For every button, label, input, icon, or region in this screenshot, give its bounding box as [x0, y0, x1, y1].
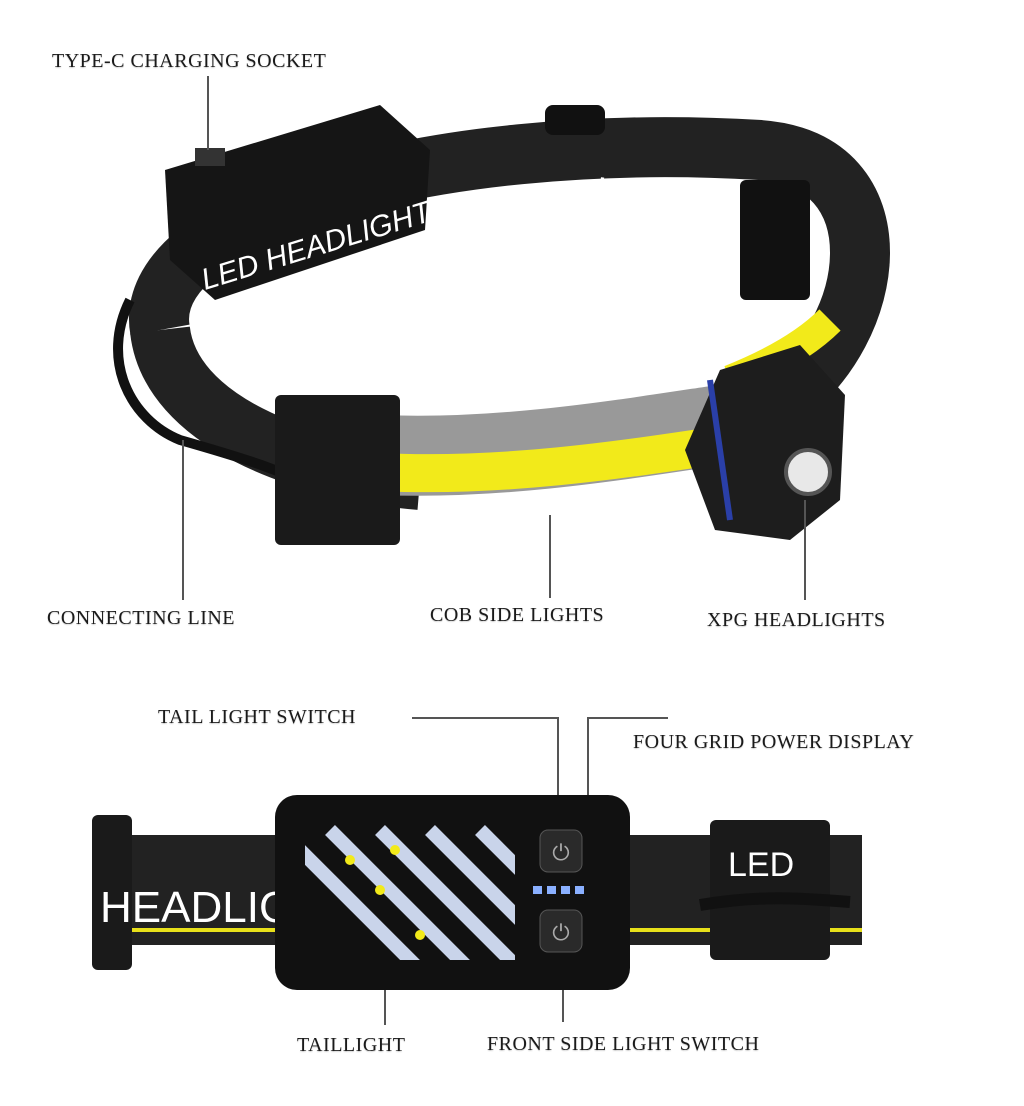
label-xpg-headlights: XPG HEADLIGHTS [707, 609, 886, 631]
battery-box [165, 105, 430, 300]
band-print-3: HEADLIG [100, 883, 293, 932]
front-side-light-switch-button [539, 909, 583, 953]
taillight-leds [305, 825, 515, 960]
label-connecting-line: CONNECTING LINE [47, 607, 236, 629]
label-type-c-charging-socket: TYPE-C CHARGING SOCKET [52, 50, 327, 72]
type-c-socket [195, 148, 225, 166]
band-print-4: LED [728, 846, 794, 884]
headband-top-view: LED HEADLIGHT LED HEA [113, 105, 890, 545]
label-taillight: TAILLIGHT [297, 1034, 406, 1056]
tail-light-switch-button [539, 829, 583, 873]
band-print-2: LED HEA [594, 170, 744, 228]
label-tail-light-switch: TAIL LIGHT SWITCH [158, 706, 356, 728]
xpg-headlight-unit [685, 345, 845, 540]
four-grid-power-display [533, 886, 584, 894]
headband-rear-view: HEADLIG LED ⏻ ⏻ [92, 795, 862, 990]
label-four-grid-power-display: FOUR GRID POWER DISPLAY [633, 731, 915, 753]
label-cob-side-lights: COB SIDE LIGHTS [430, 604, 605, 626]
cob-strip [379, 426, 723, 493]
label-front-side-light-switch: FRONT SIDE LIGHT SWITCH [487, 1033, 760, 1055]
power-icon: ⏻ [552, 920, 569, 945]
power-icon: ⏻ [552, 840, 569, 865]
xpg-lens [784, 448, 832, 496]
